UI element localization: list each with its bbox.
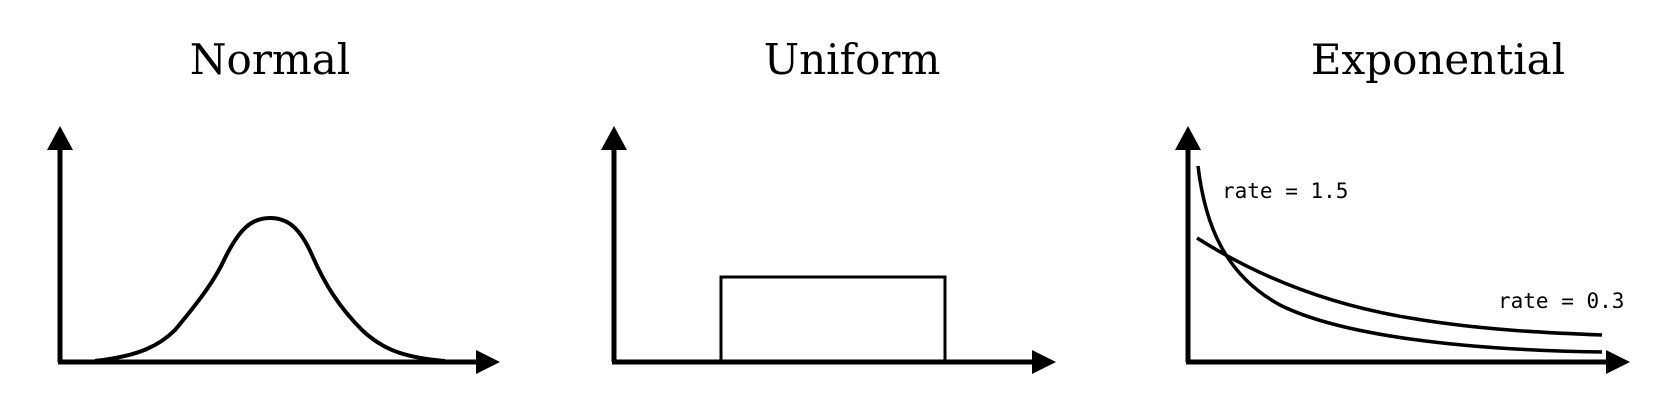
rate-0-3-label: rate = 0.3	[1498, 289, 1624, 313]
normal-curve	[94, 215, 446, 363]
uniform-x-arrow-icon	[1032, 350, 1056, 374]
uniform-y-arrow-icon	[601, 126, 627, 150]
uniform-panel-title: Uniform	[763, 35, 941, 84]
exponential-panel-title: Exponential	[1310, 35, 1566, 84]
exponential-y-arrow-icon	[1175, 126, 1201, 150]
exponential-curve-rate-0-3	[1196, 236, 1603, 337]
normal-panel-title: Normal	[189, 35, 351, 84]
exponential-curve-rate-1-5	[1196, 165, 1603, 354]
normal-y-arrow-icon	[47, 126, 73, 150]
normal-x-arrow-icon	[476, 350, 500, 374]
normal-panel	[47, 126, 500, 374]
uniform-box	[719, 275, 947, 364]
exponential-panel: rate = 1.5 rate = 0.3	[1175, 126, 1630, 374]
rate-1-5-label: rate = 1.5	[1222, 179, 1348, 203]
exponential-x-arrow-icon	[1606, 350, 1630, 374]
uniform-panel	[601, 126, 1056, 374]
